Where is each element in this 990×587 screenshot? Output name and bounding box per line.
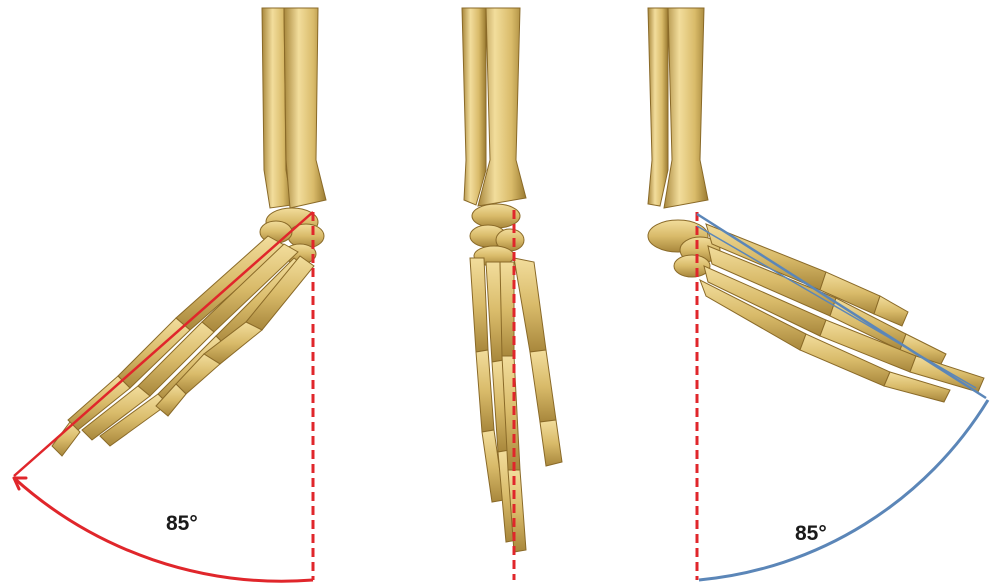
left-angle-arc: [14, 478, 313, 581]
left-panel: 85°: [14, 8, 326, 581]
left-finger-bones: [52, 236, 314, 456]
right-finger-bones: [700, 224, 984, 402]
left-forearm-bones: [262, 8, 326, 208]
left-hand-axis-line: [14, 212, 313, 476]
right-angle-arc: [699, 400, 988, 580]
middle-panel: [462, 8, 562, 580]
right-angle-label: 85°: [795, 522, 827, 545]
right-forearm-bones: [648, 8, 708, 208]
middle-forearm-bones: [462, 8, 526, 206]
middle-finger-bones: [470, 258, 562, 552]
middle-carpal-bones: [470, 204, 524, 266]
right-panel: 85°: [648, 8, 988, 580]
left-angle-label: 85°: [166, 512, 198, 535]
